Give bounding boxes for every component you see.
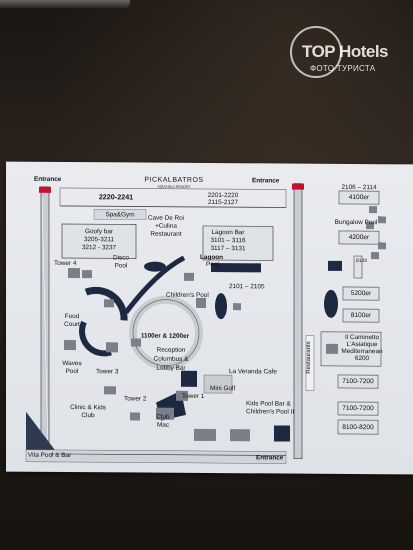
la-veranda-cafe: La Veranda Cafe xyxy=(229,368,277,376)
range-2101-2105: 2101 – 2105 xyxy=(229,283,265,291)
block-8100-vertical: 8100 xyxy=(356,258,368,265)
kids-club: Club xyxy=(81,412,95,420)
restaurants-vertical: Restaurants xyxy=(306,341,312,374)
entrance-bottom: Entrance xyxy=(256,454,284,462)
lagoon-range-2: 3117 – 3131 xyxy=(210,245,246,253)
tower-1: Tower 1 xyxy=(182,392,205,400)
mini-golf: Mini Golf xyxy=(210,385,236,393)
bungalow-pool: Bungalow Pool xyxy=(334,218,378,227)
cave-de-roi: Cave De Roi xyxy=(147,214,185,222)
childrens-pool-2: Children's Pool II xyxy=(246,408,295,416)
disco-pool-2: Pool xyxy=(114,262,128,270)
brand-subtitle: AQUA BLU RESORT xyxy=(157,184,191,189)
lobby-bar: Lobby Bar xyxy=(156,364,186,372)
spa-gym: Spa&Gym xyxy=(105,211,135,219)
block-8100: 8100er xyxy=(350,311,372,320)
clinic-kids: Clinic & Kids xyxy=(70,404,106,412)
block-4100: 4100er xyxy=(348,193,370,202)
columbus: Columbus & xyxy=(153,355,189,363)
disco-pool: Disco xyxy=(113,254,129,262)
towers-1100-1200: 1100er & 1200er xyxy=(140,332,190,340)
tower-2: Tower 2 xyxy=(124,395,147,403)
entrance-top-right: Entrance xyxy=(252,177,280,185)
hotel-map-sheet: Entrance PICKALBATROS AQUA BLU RESORT En… xyxy=(6,161,413,475)
lagoon-pool-2: Pool xyxy=(206,260,219,269)
entrance-top-left: Entrance xyxy=(34,175,62,183)
vita-pool-bar: Vita Pool & Bar xyxy=(28,451,72,460)
map-drawing xyxy=(25,183,386,464)
tophotels-watermark: TOP Hotels ФОТО ТУРИСТА xyxy=(290,24,410,82)
club-mac-2: Mac xyxy=(156,421,170,429)
block-8100-8200: 8100-8200 xyxy=(342,423,374,431)
childrens-pool: Children's Pool xyxy=(166,291,209,299)
club-mac: Club xyxy=(156,413,170,421)
watermark-subtitle: ФОТО ТУРИСТА xyxy=(310,64,376,73)
range-2115-2127: 2115-2127 xyxy=(207,198,239,207)
reception: Reception xyxy=(156,346,186,354)
restaurant-label: Restaurant xyxy=(150,230,182,238)
tower-4: Tower 4 xyxy=(54,259,77,268)
waves-pool-2: Pool xyxy=(65,367,79,376)
food-court-2: Court xyxy=(64,320,80,329)
goofy-range-2: 3212 - 3237 xyxy=(81,244,117,252)
goofy-bar: Goofy bar xyxy=(84,228,114,236)
lagoon-range-1: 3101 – 3116 xyxy=(210,237,246,245)
culina: +Culina xyxy=(155,222,177,230)
block-5200: 5200er xyxy=(350,289,372,298)
device-edge xyxy=(0,0,130,8)
block-7100-7200-a: 7100-7200 xyxy=(342,377,374,386)
tower-3: Tower 3 xyxy=(96,368,119,376)
block-6200: 6200 xyxy=(354,355,370,363)
block-4200: 4200er xyxy=(348,233,370,242)
watermark-circle-icon xyxy=(290,26,342,78)
range-2220-2241: 2220-2241 xyxy=(98,192,134,202)
brand-title: PICKALBATROS xyxy=(144,176,204,184)
block-7100-7200-b: 7100-7200 xyxy=(342,404,374,413)
goofy-range-1: 3205-3211 xyxy=(83,236,115,244)
waves-pool: Waves xyxy=(62,359,82,368)
food-court: Food xyxy=(64,312,80,321)
watermark-logo: TOP Hotels xyxy=(302,42,389,61)
lagoon-bar: Lagoon Bar xyxy=(211,229,245,237)
kids-pool-bar: Kids Pool Bar & xyxy=(246,400,291,408)
